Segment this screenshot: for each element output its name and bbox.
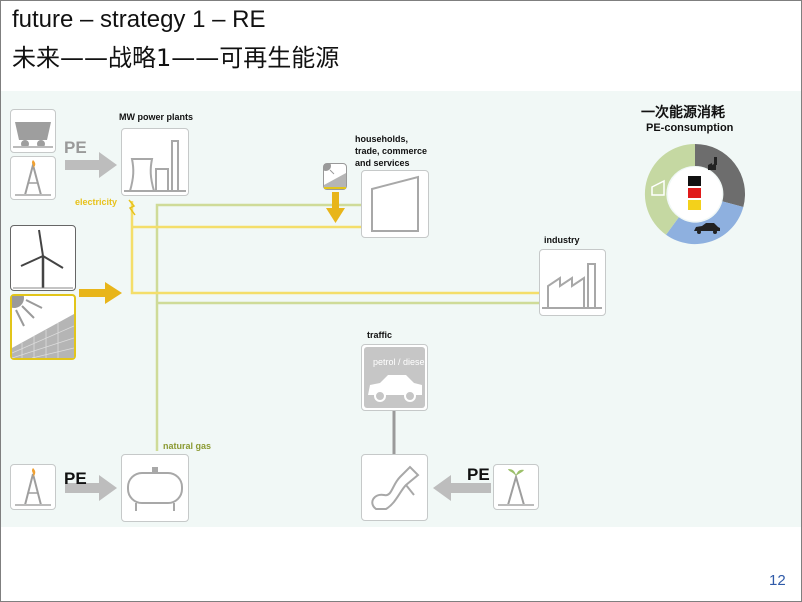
oil-rig-icon bbox=[15, 468, 51, 506]
electricity-lines bbox=[130, 201, 539, 295]
gas-tank-icon bbox=[127, 467, 183, 511]
households-label-line3: and services bbox=[355, 158, 410, 168]
oil-gas-box-top bbox=[10, 156, 56, 200]
fuel-station-box bbox=[361, 454, 428, 521]
power-plant-icon bbox=[124, 140, 186, 192]
page-number: 12 bbox=[769, 572, 786, 589]
flag-gold bbox=[688, 200, 701, 210]
electricity-label: electricity bbox=[75, 197, 118, 207]
industry-box bbox=[539, 249, 606, 316]
traffic-label: traffic bbox=[367, 330, 393, 340]
coal-wagon-icon bbox=[13, 122, 53, 148]
households-label-line2: trade, commerce bbox=[355, 146, 428, 156]
solar-box bbox=[4, 288, 76, 360]
small-solar-icon bbox=[321, 161, 346, 189]
slide-title-cn: 未来——战略1——可再生能源 bbox=[12, 44, 340, 72]
power-plant-box bbox=[121, 128, 189, 196]
factory-icon bbox=[542, 263, 602, 309]
building-icon bbox=[371, 175, 419, 232]
natural-gas-label: natural gas bbox=[163, 441, 212, 451]
wind-box bbox=[10, 225, 76, 291]
lightning-icon bbox=[128, 199, 136, 216]
donut-segment-fossil bbox=[695, 144, 746, 207]
solar-panel-icon bbox=[4, 288, 75, 359]
mw-power-plants-label: MW power plants bbox=[119, 112, 193, 122]
oil-rig-icon bbox=[15, 160, 51, 196]
petrol-diesel-label: petrol / diesel bbox=[373, 357, 427, 367]
wind-turbine-icon bbox=[13, 229, 73, 289]
biomass-box bbox=[493, 464, 539, 510]
donut-segment-renewable bbox=[644, 143, 695, 235]
industry-label: industry bbox=[544, 235, 580, 245]
biomass-rig-icon bbox=[498, 469, 534, 506]
car-mini-icon bbox=[694, 223, 720, 234]
pe-consumption-title-cn: 一次能源消耗 bbox=[641, 105, 725, 121]
small-solar-box bbox=[321, 161, 347, 190]
re-arrows bbox=[79, 192, 345, 304]
pe-label-bottom-left: PE bbox=[64, 469, 87, 488]
slide-title-en: future – strategy 1 – RE bbox=[12, 6, 266, 33]
fuel-nozzle-icon bbox=[371, 465, 420, 510]
factory-mini-icon bbox=[708, 157, 717, 170]
pe-consumption-title-en: PE-consumption bbox=[646, 122, 734, 134]
flag-red bbox=[688, 188, 701, 198]
households-box bbox=[361, 170, 429, 238]
gas-tank-box bbox=[121, 454, 189, 522]
flag-black bbox=[688, 176, 701, 186]
pe-consumption-donut bbox=[644, 143, 746, 245]
traffic-box bbox=[361, 344, 428, 411]
building-mini-icon bbox=[651, 179, 665, 196]
car-icon bbox=[364, 347, 425, 408]
coal-box bbox=[10, 109, 56, 153]
households-label-line1: households, bbox=[355, 134, 409, 144]
pe-arrows bbox=[65, 152, 491, 501]
donut-segment-traffic bbox=[666, 201, 744, 245]
pe-label-top: PE bbox=[64, 138, 87, 157]
oil-gas-box-bottom bbox=[10, 464, 56, 510]
natural-gas-lines bbox=[155, 203, 539, 451]
pe-label-bottom-right: PE bbox=[467, 465, 490, 484]
